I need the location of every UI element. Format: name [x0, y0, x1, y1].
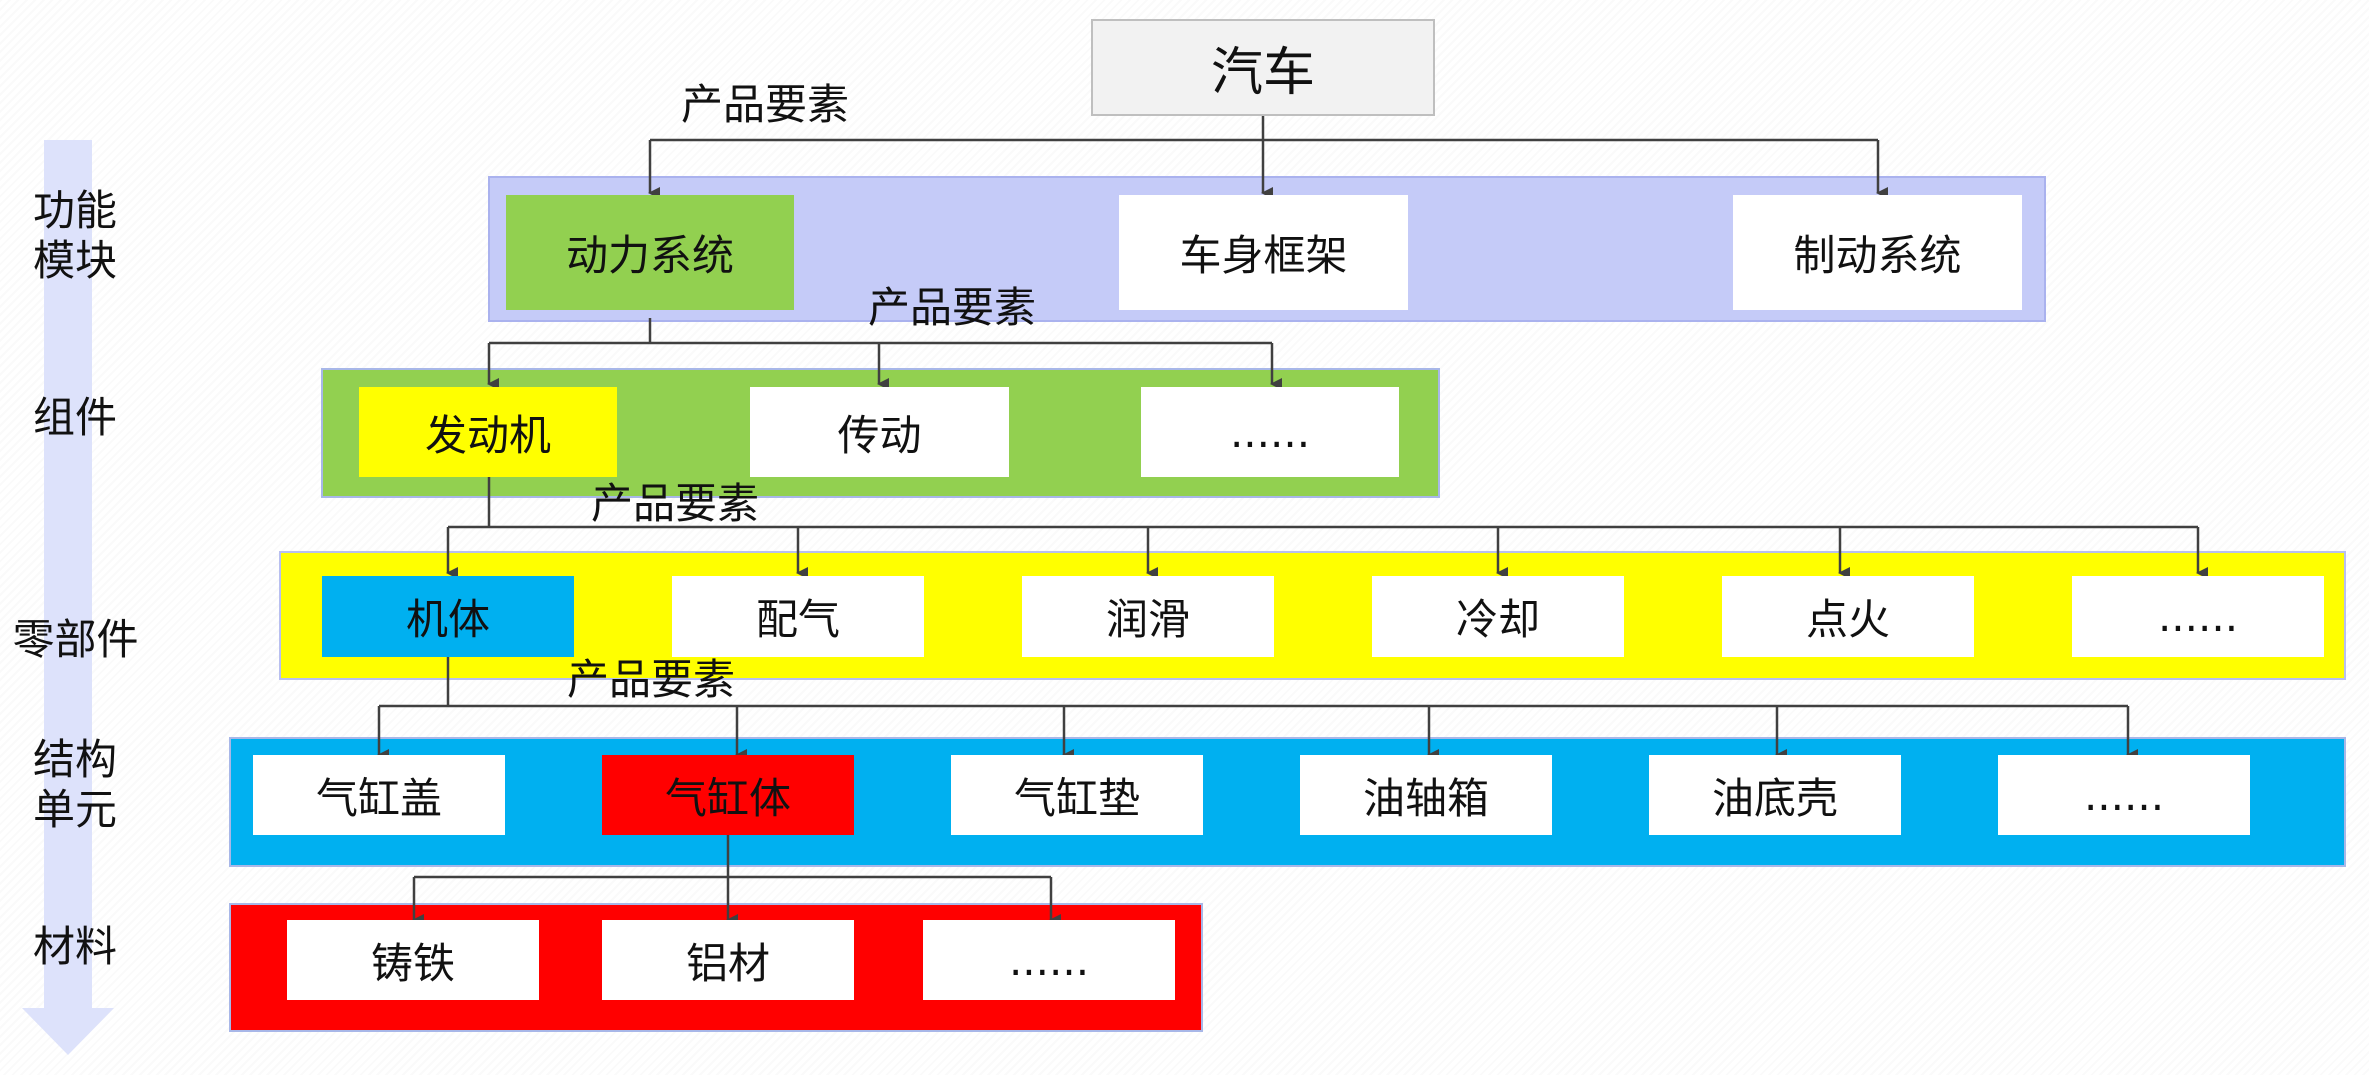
node-cast-iron[interactable]: 铸铁 [287, 920, 539, 1000]
edge-label-4: 产品要素 [567, 655, 736, 704]
root-node-label: 汽车 [1210, 43, 1315, 103]
node-cylinder-head[interactable]: 气缸盖 [253, 755, 505, 835]
node-transmission[interactable]: 传动 [750, 387, 1009, 477]
node-material-more[interactable]: ...... [923, 920, 1175, 1000]
node-oil-shaft-box[interactable]: 油轴箱 [1300, 755, 1552, 835]
level-label-structural-unit: 结构单元 [32, 735, 117, 834]
level-label-part: 零部件 [12, 615, 139, 664]
edge-label-3: 产品要素 [591, 479, 760, 528]
node-valve-train[interactable]: 配气 [672, 576, 924, 657]
node-lubrication[interactable]: 润滑 [1022, 576, 1274, 657]
band-part [279, 551, 2346, 680]
node-body-frame[interactable]: 车身框架 [1119, 195, 1408, 310]
edge-label-2: 产品要素 [868, 283, 1037, 332]
node-brake-system[interactable]: 制动系统 [1733, 195, 2022, 310]
level-label-function-module: 功能模块 [32, 186, 117, 285]
node-ignition[interactable]: 点火 [1722, 576, 1974, 657]
node-aluminum[interactable]: 铝材 [602, 920, 854, 1000]
band-structural-unit [229, 737, 2346, 867]
level-arrow [22, 140, 114, 1055]
node-cylinder-block[interactable]: 气缸体 [602, 755, 854, 835]
node-structural-more[interactable]: ...... [1998, 755, 2250, 835]
node-engine[interactable]: 发动机 [359, 387, 617, 477]
edge-label-1: 产品要素 [681, 80, 850, 129]
level-label-material: 材料 [32, 922, 117, 971]
node-power-system[interactable]: 动力系统 [506, 195, 794, 310]
root-node[interactable]: 汽车 [1091, 19, 1435, 116]
node-oil-pan[interactable]: 油底壳 [1649, 755, 1901, 835]
node-cooling[interactable]: 冷却 [1372, 576, 1624, 657]
node-cylinder-gasket[interactable]: 气缸垫 [951, 755, 1203, 835]
level-label-assembly: 组件 [32, 393, 117, 442]
node-part-more[interactable]: ...... [2072, 576, 2324, 657]
node-engine-block[interactable]: 机体 [322, 576, 574, 657]
node-assembly-more[interactable]: ...... [1141, 387, 1399, 477]
